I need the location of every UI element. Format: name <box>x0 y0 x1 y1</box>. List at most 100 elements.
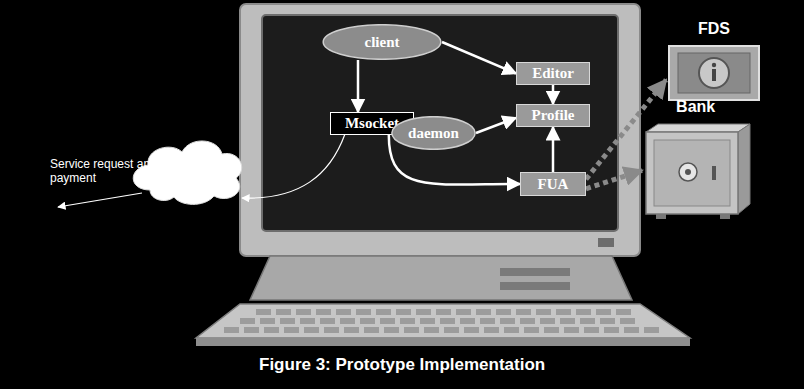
key <box>436 309 451 315</box>
key <box>404 327 419 333</box>
key <box>596 309 611 315</box>
key <box>576 309 591 315</box>
power-button <box>598 238 614 247</box>
client-ellipse: client <box>322 24 442 60</box>
key <box>356 309 371 315</box>
key <box>304 327 319 333</box>
key <box>500 318 515 324</box>
safe-dial <box>679 163 697 181</box>
keyboard-front <box>196 338 690 346</box>
panel-frame <box>669 46 759 100</box>
fua-box: FUA <box>520 172 586 196</box>
key <box>504 327 519 333</box>
key <box>460 318 475 324</box>
info-bar <box>712 69 716 81</box>
key <box>264 327 279 333</box>
key <box>336 309 351 315</box>
key <box>420 318 435 324</box>
system-unit <box>250 256 632 300</box>
safe-body <box>646 132 738 214</box>
key <box>240 318 255 324</box>
fds-server: FDS <box>666 18 762 104</box>
key <box>520 318 535 324</box>
key <box>600 318 615 324</box>
safe-foot <box>720 214 730 219</box>
monitor-screen <box>262 15 618 231</box>
panel-face <box>678 53 750 93</box>
key <box>276 309 291 315</box>
drive-slot <box>500 282 570 290</box>
key <box>380 318 395 324</box>
key <box>440 318 455 324</box>
node-label: daemon <box>408 125 459 142</box>
key <box>496 309 511 315</box>
key <box>300 318 315 324</box>
safe-handle <box>712 166 716 180</box>
node-heading: FDS <box>698 20 730 38</box>
key <box>320 318 335 324</box>
key <box>540 318 555 324</box>
flow-arrow <box>442 42 516 74</box>
key <box>580 318 595 324</box>
key <box>556 309 571 315</box>
flow-arrow <box>476 118 516 133</box>
info-dot <box>712 63 716 67</box>
keyboard <box>196 304 690 338</box>
key <box>324 327 339 333</box>
bank-safe: Bank <box>642 96 754 220</box>
request-arrow <box>58 193 142 207</box>
key <box>620 318 635 324</box>
key <box>360 318 375 324</box>
key <box>344 327 359 333</box>
key <box>316 309 331 315</box>
monitor-bezel <box>240 4 640 256</box>
key <box>416 309 431 315</box>
key <box>480 318 495 324</box>
key <box>280 318 295 324</box>
profile-box: Profile <box>516 104 590 127</box>
key <box>224 327 239 333</box>
key <box>544 327 559 333</box>
node-label: Editor <box>532 65 574 82</box>
node-label: client <box>365 34 400 51</box>
flow-arrow <box>552 127 555 172</box>
key <box>284 327 299 333</box>
key <box>456 309 471 315</box>
dotted-link <box>586 170 642 188</box>
network-cloud <box>133 141 241 204</box>
daemon-ellipse: daemon <box>391 116 476 150</box>
key <box>444 327 459 333</box>
key <box>564 327 579 333</box>
key <box>536 309 551 315</box>
key <box>424 327 439 333</box>
safe-top <box>646 124 750 132</box>
flow-arrow <box>357 60 360 112</box>
node-label: Msocket <box>345 115 399 132</box>
ellipse-shape <box>392 117 475 150</box>
node-heading: Bank <box>676 98 715 116</box>
key <box>376 309 391 315</box>
flow-arrow <box>552 85 555 104</box>
key <box>584 327 599 333</box>
info-icon <box>699 58 729 88</box>
key <box>364 327 379 333</box>
key <box>340 318 355 324</box>
key <box>464 327 479 333</box>
key <box>524 327 539 333</box>
safe-side <box>738 124 750 214</box>
key <box>560 318 575 324</box>
key <box>476 309 491 315</box>
key <box>604 327 619 333</box>
key <box>484 327 499 333</box>
key <box>624 327 639 333</box>
key <box>396 309 411 315</box>
safe-door <box>654 140 730 206</box>
key <box>256 309 271 315</box>
node-label: FUA <box>538 176 569 193</box>
key <box>244 327 259 333</box>
network-link <box>242 134 345 198</box>
key <box>296 309 311 315</box>
drive-slot <box>500 268 570 276</box>
key <box>616 309 631 315</box>
key <box>644 327 659 333</box>
